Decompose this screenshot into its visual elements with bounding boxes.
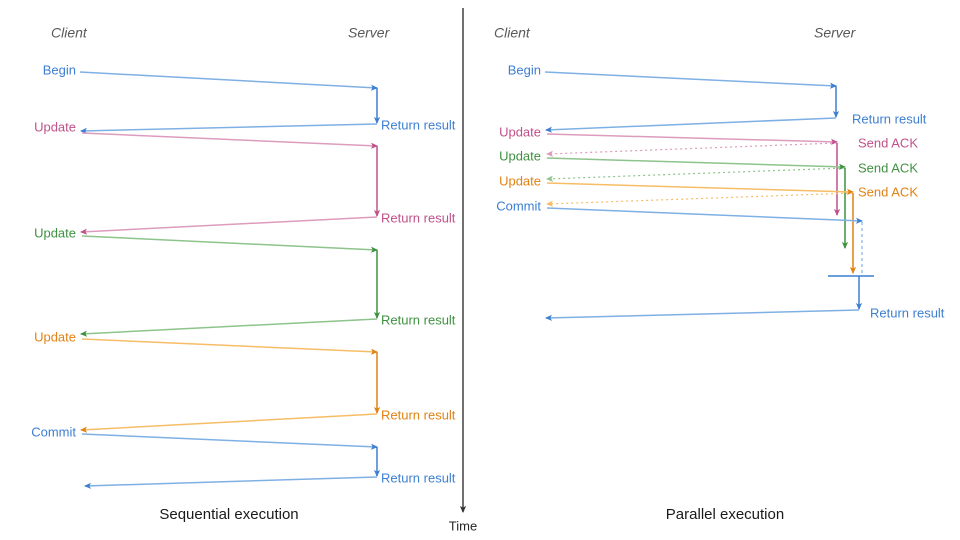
time-axis-layer: Time: [449, 8, 477, 533]
message-ack-orange: [546, 192, 854, 207]
server-label-return-result-4: Return result: [870, 305, 945, 320]
server-label-send-ack-3: Send ACK: [858, 184, 918, 199]
server-label-send-ack-2: Send ACK: [858, 160, 918, 175]
message-request-blue: [544, 71, 837, 89]
message-response-blue: [545, 309, 860, 321]
actor-label-client: Client: [494, 25, 531, 41]
actor-label-server: Server: [814, 25, 857, 41]
client-label-update-1: Update: [499, 124, 541, 139]
client-label-update-1: Update: [34, 119, 76, 134]
client-label-update-3: Update: [499, 173, 541, 188]
client-label-commit-4: Commit: [31, 424, 76, 439]
message-request-orange: [546, 182, 854, 195]
server-label-send-ack-1: Send ACK: [858, 135, 918, 150]
message-request-orange: [81, 338, 378, 355]
message-request-blue: [546, 207, 863, 224]
client-label-update-2: Update: [499, 148, 541, 163]
message-response-blue: [545, 117, 837, 133]
message-response-blue: [84, 476, 378, 489]
client-label-commit-4: Commit: [496, 198, 541, 213]
server-label-return-result-0: Return result: [852, 111, 927, 126]
server-label-return-result-2: Return result: [381, 312, 456, 327]
panel-caption-parallel: Parallel execution: [666, 506, 784, 523]
client-label-update-2: Update: [34, 225, 76, 240]
message-request-blue: [81, 433, 378, 450]
message-response-orange: [80, 413, 378, 433]
client-label-begin-0: Begin: [43, 62, 76, 77]
server-label-return-result-0: Return result: [381, 117, 456, 132]
actor-label-server: Server: [348, 25, 391, 41]
message-response-pink: [80, 216, 378, 235]
message-request-green: [546, 157, 846, 170]
message-ack-pink: [546, 142, 838, 157]
message-request-green: [81, 235, 378, 253]
client-label-begin-0: Begin: [508, 62, 541, 77]
time-axis-label: Time: [449, 518, 477, 533]
server-label-return-result-1: Return result: [381, 210, 456, 225]
message-ack-green: [546, 167, 846, 182]
message-request-pink: [546, 133, 838, 145]
message-response-green: [80, 318, 378, 337]
message-request-pink: [81, 132, 378, 149]
panel-caption-sequential: Sequential execution: [159, 506, 298, 523]
message-request-blue: [79, 71, 378, 91]
server-label-return-result-4: Return result: [381, 470, 456, 485]
server-label-return-result-3: Return result: [381, 407, 456, 422]
client-label-update-3: Update: [34, 329, 76, 344]
actor-label-client: Client: [51, 25, 88, 41]
message-response-blue: [80, 123, 378, 134]
